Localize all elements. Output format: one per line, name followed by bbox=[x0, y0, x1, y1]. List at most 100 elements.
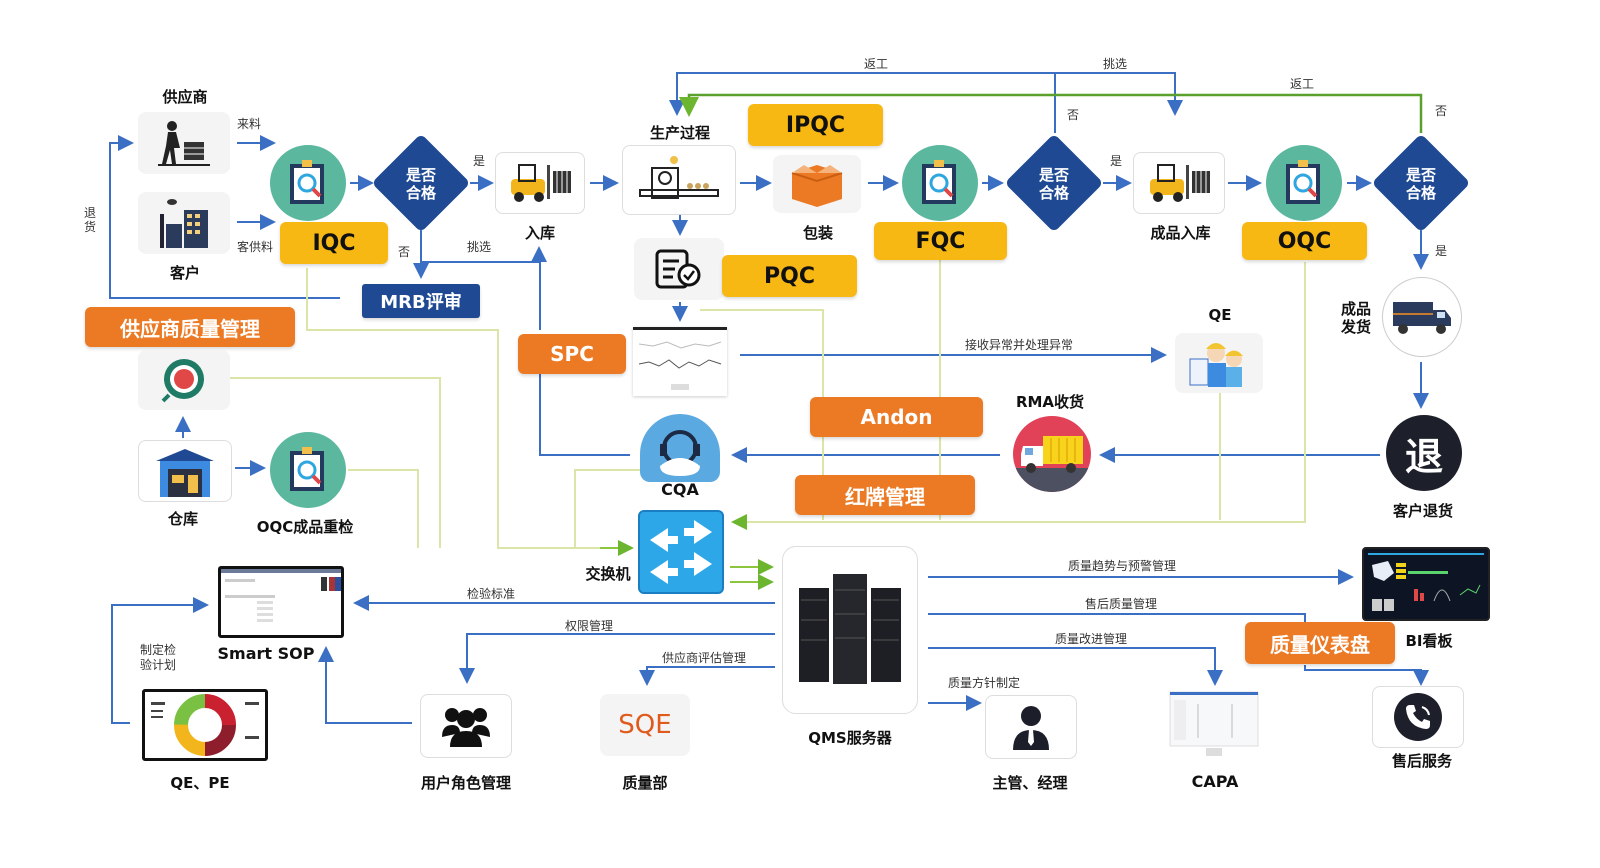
finished-in-label: 成品入库 bbox=[1150, 224, 1211, 242]
factory-icon bbox=[160, 198, 208, 248]
permission-label: 权限管理 bbox=[565, 619, 614, 633]
forklift-icon bbox=[511, 164, 571, 202]
supplier-quality-card[interactable] bbox=[138, 350, 230, 410]
mrb-review-tag[interactable]: MRB评审 bbox=[362, 284, 480, 318]
andon-tag[interactable]: Andon bbox=[810, 397, 983, 437]
supervisor-card[interactable] bbox=[985, 695, 1077, 759]
warehouse-card[interactable] bbox=[138, 440, 232, 502]
capa-screen-icon bbox=[1169, 691, 1259, 756]
warehouse-in-card[interactable] bbox=[495, 152, 585, 214]
manager-icon bbox=[1013, 706, 1049, 750]
red-card-tag[interactable]: 红牌管理 bbox=[795, 475, 975, 515]
finished-in-card[interactable] bbox=[1133, 152, 1225, 214]
customer-supplied-label: 客供料 bbox=[237, 240, 274, 254]
iqc-inspection-icon[interactable] bbox=[270, 145, 346, 221]
cqa-headset-icon[interactable] bbox=[640, 414, 720, 482]
oqc-recheck-label: OQC成品重检 bbox=[256, 518, 354, 536]
customer-quality-label: 售后质量管理 bbox=[1085, 597, 1158, 611]
production-title: 生产过程 bbox=[649, 124, 710, 142]
rma-truck-icon[interactable] bbox=[1013, 416, 1091, 492]
iqc-decision-text: 是否 合格 bbox=[405, 166, 436, 202]
truck-icon bbox=[1393, 302, 1451, 334]
sqe-card[interactable]: SQE bbox=[600, 694, 690, 756]
packing-label: 包装 bbox=[802, 224, 833, 242]
plan-label: 制定检 验计划 bbox=[140, 643, 177, 672]
iqc-yes-label: 是 bbox=[473, 154, 486, 168]
supplier-eval-label: 供应商评估管理 bbox=[662, 651, 747, 665]
oqc-tag[interactable]: OQC bbox=[1242, 222, 1367, 260]
iqc-pick-label: 挑选 bbox=[467, 240, 492, 254]
iqc-tag[interactable]: IQC bbox=[280, 222, 388, 264]
pick-label-top: 挑选 bbox=[1103, 57, 1128, 71]
qe-card[interactable] bbox=[1175, 333, 1263, 393]
users-group-icon bbox=[442, 708, 490, 747]
qe-pe-label: QE、PE bbox=[170, 774, 230, 792]
supplier-worker-icon bbox=[158, 121, 210, 166]
fqc-inspection-icon[interactable] bbox=[902, 145, 978, 221]
after-sales-card[interactable] bbox=[1372, 686, 1464, 748]
incoming-material-label: 来料 bbox=[237, 117, 262, 131]
rma-label: RMA收货 bbox=[1015, 393, 1085, 411]
qe-pe-screen[interactable] bbox=[142, 689, 268, 761]
document-check-icon bbox=[655, 249, 701, 289]
qms-server-label: QMS服务器 bbox=[808, 729, 892, 747]
cqa-label: CQA bbox=[661, 480, 699, 499]
user-roles-label: 用户角色管理 bbox=[420, 774, 511, 792]
smart-sop-screen[interactable] bbox=[218, 566, 344, 638]
switch-label: 交换机 bbox=[585, 565, 631, 583]
qms-server-card[interactable] bbox=[782, 546, 918, 714]
network-switch-icon[interactable] bbox=[638, 510, 724, 594]
fqc-decision-text: 是否 合格 bbox=[1038, 166, 1069, 202]
pqc-card[interactable] bbox=[634, 238, 724, 300]
packing-card[interactable] bbox=[773, 155, 861, 213]
iqc-no-label: 否 bbox=[398, 245, 411, 259]
after-sales-label: 售后服务 bbox=[1391, 752, 1452, 770]
customer-card[interactable] bbox=[138, 192, 230, 254]
warehouse-label: 仓库 bbox=[167, 510, 198, 528]
oqc-yes-label: 是 bbox=[1435, 244, 1448, 258]
fqc-tag[interactable]: FQC bbox=[874, 222, 1007, 260]
server-rack-icon bbox=[799, 574, 901, 684]
oqc-recheck-icon[interactable] bbox=[270, 432, 346, 508]
user-roles-card[interactable] bbox=[420, 694, 512, 758]
phone-icon bbox=[1394, 693, 1442, 741]
customer-return-icon[interactable]: 退 bbox=[1386, 415, 1462, 491]
quality-dept-label: 质量部 bbox=[622, 774, 668, 792]
spc-tag[interactable]: SPC bbox=[518, 334, 626, 374]
capa-label: CAPA bbox=[1191, 772, 1239, 791]
spc-chart-monitor[interactable] bbox=[633, 327, 727, 396]
trend-warning-label: 质量趋势与预警管理 bbox=[1068, 559, 1177, 573]
sop-document-icon bbox=[221, 569, 341, 622]
receive-abnormal-label: 接收异常并处理异常 bbox=[965, 338, 1074, 352]
capa-monitor[interactable] bbox=[1168, 690, 1260, 760]
oqc-inspection-icon[interactable] bbox=[1266, 145, 1342, 221]
supervisor-label: 主管、经理 bbox=[992, 774, 1068, 792]
forklift-icon bbox=[1150, 164, 1210, 202]
ipqc-tag[interactable]: IPQC bbox=[748, 104, 883, 146]
supplier-label: 供应商 bbox=[162, 88, 208, 106]
pqc-tag[interactable]: PQC bbox=[722, 255, 857, 297]
donut-chart-icon bbox=[151, 694, 259, 756]
supplier-card[interactable] bbox=[138, 112, 230, 174]
sqe-logo-text: SQE bbox=[618, 710, 672, 740]
rework-label-top: 返工 bbox=[864, 57, 889, 71]
production-card[interactable] bbox=[622, 145, 736, 215]
customer-return-label: 客户退货 bbox=[1392, 502, 1453, 520]
qe-label: QE bbox=[1208, 306, 1232, 324]
bi-board-label: BI看板 bbox=[1405, 632, 1453, 650]
supplier-quality-tag[interactable]: 供应商质量管理 bbox=[85, 307, 295, 347]
quality-badge-icon bbox=[161, 359, 204, 403]
production-machine-icon bbox=[639, 156, 719, 199]
quality-dashboard-tag[interactable]: 质量仪表盘 bbox=[1245, 622, 1395, 664]
warehouse-icon bbox=[156, 449, 214, 497]
shipping-truck[interactable] bbox=[1382, 277, 1462, 357]
customer-label: 客户 bbox=[169, 264, 200, 282]
return-label: 退货 bbox=[84, 206, 97, 234]
inspection-standard-label: 检验标准 bbox=[467, 587, 516, 601]
bi-dashboard-screen[interactable] bbox=[1362, 547, 1490, 621]
dashboard-icon bbox=[1368, 553, 1484, 611]
engineers-icon bbox=[1189, 343, 1243, 387]
target-setting-label: 质量方针制定 bbox=[948, 676, 1021, 690]
improvement-label: 质量改进管理 bbox=[1055, 632, 1128, 646]
